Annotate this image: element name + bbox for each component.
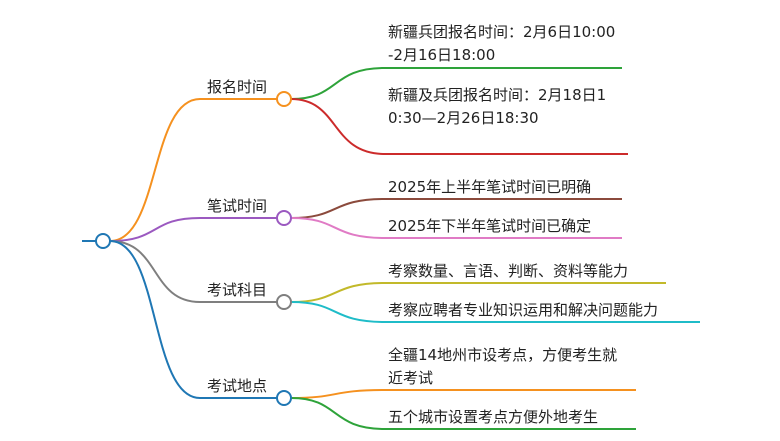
branch-node-4[interactable] <box>276 390 292 406</box>
leaf-label-1-1: 新疆兵团报名时间：2月6日10:00-2月16日18:00 <box>388 23 616 64</box>
leaf-label-2-2: 2025年下半年笔试时间已确定 <box>388 217 592 235</box>
leaf-curve-3-1 <box>290 282 666 303</box>
leaf-curve-1-2 <box>290 98 628 155</box>
branch-label-4: 考试地点 <box>207 377 268 395</box>
leaf-curve-2-1 <box>290 198 622 219</box>
leaf-label-3-1: 考察数量、言语、判断、资料等能力 <box>388 262 629 280</box>
branch-label-2: 笔试时间 <box>207 197 268 215</box>
leaf-label-4-2: 五个城市设置考点方便外地考生 <box>388 408 599 426</box>
root-node[interactable] <box>95 233 111 249</box>
branch-label-3: 考试科目 <box>207 281 268 299</box>
branch-node-3[interactable] <box>276 294 292 310</box>
leaf-curve-2-2 <box>290 217 622 239</box>
branch-node-2[interactable] <box>276 210 292 226</box>
leaf-label-3-2: 考察应聘者专业知识运用和解决问题能力 <box>388 301 659 319</box>
leaf-curve-1-1 <box>290 67 622 100</box>
leaf-curve-4-1 <box>290 389 636 399</box>
branch-curve-3 <box>109 240 284 303</box>
branch-curve-2 <box>109 217 284 242</box>
branch-node-1[interactable] <box>276 91 292 107</box>
branch-curve-4 <box>109 240 284 399</box>
branch-curve-1 <box>109 98 284 242</box>
leaf-label-4-1: 全疆14地州市设考点，方便考生就近考试 <box>388 346 618 387</box>
leaf-curve-3-2 <box>290 301 700 323</box>
leaf-label-1-2: 新疆及兵团报名时间：2月18日10:30—2月26日18:30 <box>388 86 607 127</box>
leaf-curve-4-2 <box>290 397 636 430</box>
leaf-label-2-1: 2025年上半年笔试时间已明确 <box>388 178 592 196</box>
branch-label-1: 报名时间 <box>207 78 268 96</box>
